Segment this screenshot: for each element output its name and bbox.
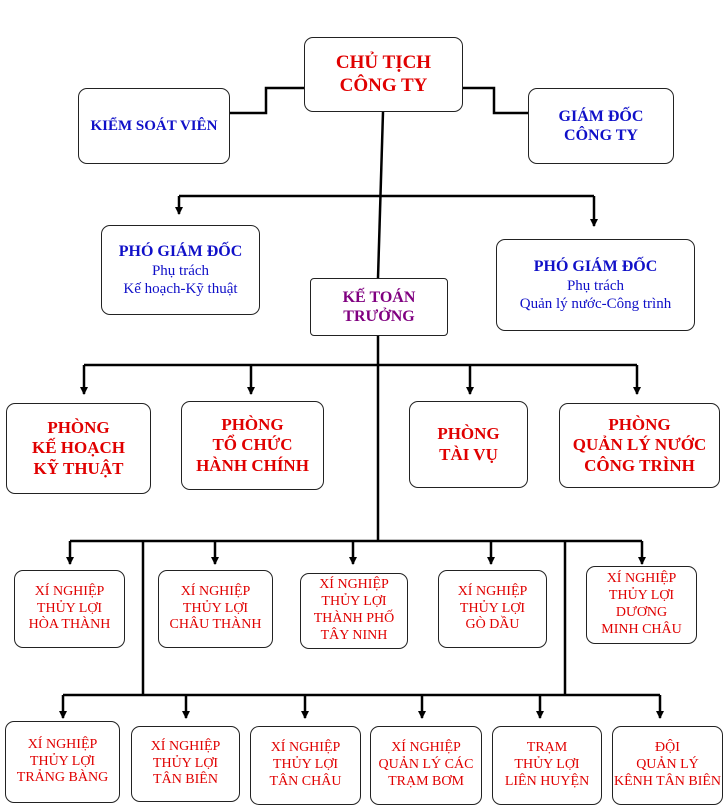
director-box: GIÁM ĐỐC CÔNG TY xyxy=(528,88,674,164)
unit-go-dau-line-2: THỦY LỢI xyxy=(459,600,526,616)
unit-hoa-thanh-line-2: THỦY LỢI xyxy=(36,600,103,616)
unit-pump-stations-line-1: XÍ NGHIỆP xyxy=(391,740,461,756)
unit-trang-bang-line-3: TRẢNG BÀNG xyxy=(16,770,109,786)
unit-pump-stations-box: XÍ NGHIỆP QUẢN LÝ CÁC TRẠM BƠM xyxy=(370,726,482,805)
unit-tan-chau-box: XÍ NGHIỆP THỦY LỢI TÂN CHÂU xyxy=(250,726,361,805)
unit-duong-minh-chau-line-2: THỦY LỢI xyxy=(608,588,675,604)
dept-water-line-3: CÔNG TRÌNH xyxy=(584,455,695,475)
unit-kenh-tan-bien-line-1: ĐỘI xyxy=(655,740,680,756)
dept-admin-line-1: PHÒNG xyxy=(221,414,284,434)
chief-accountant-line-2: TRƯỞNG xyxy=(343,308,415,325)
chief-accountant-line-1: KẾ TOÁN xyxy=(342,288,416,306)
unit-go-dau-line-3: GÒ DẦU xyxy=(465,617,520,633)
director-line-1: GIÁM ĐỐC xyxy=(558,107,644,125)
dept-admin-line-3: HÀNH CHÍNH xyxy=(196,455,309,475)
unit-tan-bien-line-1: XÍ NGHIỆP xyxy=(150,738,221,754)
unit-kenh-tan-bien-line-2: QUẢN LÝ xyxy=(636,757,699,773)
line-chairman-supervisor xyxy=(230,86,305,115)
unit-tay-ninh-line-1: XÍ NGHIỆP xyxy=(319,577,389,593)
unit-tan-bien-line-2: THỦY LỢI xyxy=(152,755,219,771)
supervisor-box: KIỂM SOÁT VIÊN xyxy=(78,88,230,164)
unit-chau-thanh-line-1: XÍ NGHIỆP xyxy=(180,583,251,599)
unit-pump-stations-line-2: QUẢN LÝ CÁC xyxy=(378,757,474,773)
dept-water-box: PHÒNG QUẢN LÝ NƯỚC CÔNG TRÌNH xyxy=(559,403,720,488)
unit-duong-minh-chau-line-4: MINH CHÂU xyxy=(601,621,682,637)
unit-hoa-thanh-line-3: HÒA THÀNH xyxy=(28,617,111,633)
unit-tay-ninh-line-4: TÂY NINH xyxy=(320,627,388,643)
dept-finance-line-1: PHÒNG xyxy=(437,424,500,444)
dept-admin-box: PHÒNG TỔ CHỨC HÀNH CHÍNH xyxy=(181,401,324,490)
unit-tan-chau-line-2: THỦY LỢI xyxy=(272,757,339,773)
unit-go-dau-line-1: XÍ NGHIỆP xyxy=(457,583,528,599)
chairman-line-1: CHỦ TỊCH xyxy=(335,51,432,73)
unit-tay-ninh-box: XÍ NGHIỆP THỦY LỢI THÀNH PHỐ TÂY NINH xyxy=(300,573,408,649)
unit-chau-thanh-line-3: CHÂU THÀNH xyxy=(169,617,262,633)
dept-water-line-2: QUẢN LÝ NƯỚC xyxy=(572,435,707,455)
unit-chau-thanh-box: XÍ NGHIỆP THỦY LỢI CHÂU THÀNH xyxy=(158,570,273,648)
dept-finance-line-2: TÀI VỤ xyxy=(439,444,498,464)
supervisor-line-1: KIỂM SOÁT VIÊN xyxy=(90,118,218,134)
unit-pump-stations-line-3: TRẠM BƠM xyxy=(388,773,464,789)
unit-tan-chau-line-1: XÍ NGHIỆP xyxy=(270,740,341,756)
chairman-box: CHỦ TỊCH CÔNG TY xyxy=(304,37,463,112)
chief-accountant-box: KẾ TOÁN TRƯỞNG xyxy=(310,278,448,336)
unit-tan-bien-box: XÍ NGHIỆP THỦY LỢI TÂN BIÊN xyxy=(131,726,240,802)
unit-lien-huyen-line-1: TRẠM xyxy=(526,740,568,756)
unit-tay-ninh-line-2: THỦY LỢI xyxy=(321,594,387,610)
deputy-water-line-1: Phụ trách xyxy=(566,277,625,294)
deputy-planning-line-1: Phụ trách xyxy=(151,262,210,279)
deputy-water-box: PHÓ GIÁM ĐỐC Phụ trách Quản lý nước-Công… xyxy=(496,239,695,331)
dept-finance-box: PHÒNG TÀI VỤ xyxy=(409,401,528,488)
unit-tan-bien-line-3: TÂN BIÊN xyxy=(153,772,218,788)
dept-planning-line-3: KỸ THUẬT xyxy=(33,458,124,478)
dept-planning-box: PHÒNG KẾ HOẠCH KỸ THUẬT xyxy=(6,403,151,494)
unit-duong-minh-chau-box: XÍ NGHIỆP THỦY LỢI DƯƠNG MINH CHÂU xyxy=(586,566,697,644)
deputy-planning-line-2: Kế hoạch-Kỹ thuật xyxy=(123,280,238,297)
director-line-2: CÔNG TY xyxy=(564,127,638,144)
unit-duong-minh-chau-line-3: DƯƠNG xyxy=(615,605,668,620)
deputy-planning-box: PHÓ GIÁM ĐỐC Phụ trách Kế hoạch-Kỹ thuật xyxy=(101,225,260,315)
dept-admin-line-2: TỔ CHỨC xyxy=(212,435,293,455)
unit-lien-huyen-line-3: LIÊN HUYỆN xyxy=(504,773,590,789)
unit-tan-chau-line-3: TÂN CHÂU xyxy=(269,773,342,789)
unit-tay-ninh-line-3: THÀNH PHỐ xyxy=(313,611,395,626)
unit-hoa-thanh-line-1: XÍ NGHIỆP xyxy=(34,583,105,599)
unit-lien-huyen-line-2: THỦY LỢI xyxy=(514,757,580,773)
unit-kenh-tan-bien-box: ĐỘI QUẢN LÝ KÊNH TÂN BIÊN xyxy=(612,726,723,805)
dept-planning-line-1: PHÒNG xyxy=(47,417,110,437)
chairman-line-2: CÔNG TY xyxy=(339,74,428,96)
unit-chau-thanh-line-2: THỦY LỢI xyxy=(182,600,249,616)
unit-lien-huyen-box: TRẠM THỦY LỢI LIÊN HUYỆN xyxy=(492,726,602,805)
unit-duong-minh-chau-line-1: XÍ NGHIỆP xyxy=(606,571,677,587)
line-chairman-director xyxy=(463,86,528,115)
unit-trang-bang-line-2: THỦY LỢI xyxy=(29,753,96,769)
deputy-water-line-2: Quản lý nước-Công trình xyxy=(519,295,672,312)
unit-kenh-tan-bien-line-3: KÊNH TÂN BIÊN xyxy=(613,773,722,789)
unit-hoa-thanh-box: XÍ NGHIỆP THỦY LỢI HÒA THÀNH xyxy=(14,570,125,648)
dept-planning-line-2: KẾ HOẠCH xyxy=(31,438,126,458)
unit-trang-bang-box: XÍ NGHIỆP THỦY LỢI TRẢNG BÀNG xyxy=(5,721,120,803)
unit-go-dau-box: XÍ NGHIỆP THỦY LỢI GÒ DẦU xyxy=(438,570,547,648)
dept-water-line-1: PHÒNG xyxy=(608,414,671,434)
deputy-planning-title: PHÓ GIÁM ĐỐC xyxy=(118,243,243,261)
unit-trang-bang-line-1: XÍ NGHIỆP xyxy=(27,736,98,752)
deputy-water-title: PHÓ GIÁM ĐỐC xyxy=(533,258,658,276)
